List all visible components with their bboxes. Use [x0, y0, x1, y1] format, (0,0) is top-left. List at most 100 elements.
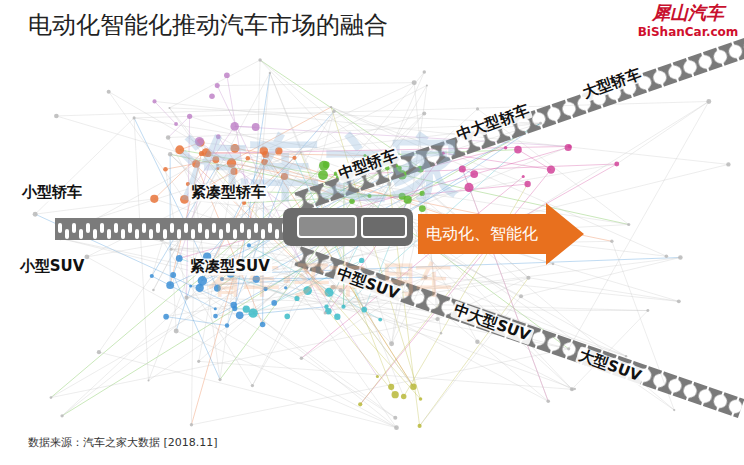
network-dot — [376, 375, 379, 378]
network-dot — [33, 212, 38, 217]
network-dot — [614, 162, 619, 167]
network-dot — [646, 309, 649, 312]
category-label: 紧凑型SUV — [188, 258, 272, 275]
network-link — [462, 169, 548, 401]
network-dot — [284, 314, 290, 320]
network-dot — [706, 99, 711, 104]
network-link — [99, 276, 152, 352]
network-dot — [190, 423, 193, 426]
network-dot — [526, 276, 530, 280]
network-dot — [388, 384, 394, 390]
network-link — [56, 116, 678, 301]
network-dot — [166, 281, 174, 289]
network-dot — [184, 296, 188, 300]
zipper-closed — [55, 218, 295, 240]
network-dot — [570, 387, 574, 391]
network-dot — [334, 314, 340, 320]
network-dot — [260, 322, 266, 328]
network-dot — [224, 72, 230, 78]
network-dot — [60, 414, 63, 417]
network-dot — [215, 83, 220, 88]
network-dot — [341, 305, 345, 309]
category-label: 紧凑型轿车 — [189, 184, 268, 201]
network-dot — [389, 341, 394, 346]
network-dot — [170, 248, 173, 251]
network-dot — [378, 318, 382, 322]
network-dot — [419, 397, 423, 401]
category-label: 小型轿车 — [20, 184, 84, 201]
network-dot — [519, 294, 523, 298]
network-dot — [678, 255, 683, 260]
network-dot — [476, 107, 479, 110]
network-link — [572, 311, 648, 390]
network-dot — [726, 162, 730, 166]
network-dot — [440, 332, 442, 334]
network-dot — [324, 311, 327, 314]
network-link — [171, 249, 679, 301]
network-dot — [168, 152, 173, 157]
category-label: 大型SUV — [575, 346, 645, 386]
network-dot — [271, 300, 277, 306]
network-dot — [435, 317, 439, 321]
network-dot — [97, 350, 101, 354]
network-dot — [189, 284, 192, 287]
network-dot — [236, 312, 244, 320]
network-dot — [107, 90, 111, 94]
trend-arrow: 电动化、智能化 — [418, 203, 584, 265]
network-dot — [225, 323, 229, 327]
network-dot — [243, 305, 250, 312]
network-dot — [163, 314, 169, 320]
network-dot — [176, 255, 183, 262]
network-link — [109, 92, 185, 200]
network-link — [51, 319, 438, 397]
network-dot — [393, 416, 397, 420]
network-dot — [187, 114, 192, 119]
network-link — [176, 331, 396, 428]
network-dot — [197, 360, 200, 363]
network-dot — [332, 110, 335, 113]
network-dot — [150, 274, 154, 278]
network-link — [134, 118, 148, 381]
network-dot — [251, 384, 254, 387]
network-dot — [524, 181, 530, 187]
network-dot — [410, 383, 416, 389]
network-link — [462, 169, 548, 401]
network-dot — [522, 175, 525, 178]
network-dot — [422, 112, 426, 116]
network-dot — [170, 272, 176, 278]
network-dot — [300, 356, 304, 360]
network-dot — [174, 122, 178, 126]
zipper-lower-track — [293, 246, 744, 418]
network-dot — [423, 70, 426, 73]
network-dot — [198, 276, 207, 285]
network-dot — [330, 106, 332, 108]
network-dot — [148, 379, 150, 381]
network-dot — [168, 107, 170, 109]
network-dot — [232, 306, 237, 311]
network-dot — [218, 378, 221, 381]
network-link — [134, 101, 709, 117]
network-dot — [269, 72, 271, 74]
network-dot — [392, 391, 399, 398]
network-dot — [665, 254, 669, 258]
network-dot — [50, 396, 53, 399]
category-label: 小型SUV — [18, 258, 87, 275]
network-dot — [552, 263, 555, 266]
network-link — [617, 101, 709, 164]
network-dot — [133, 116, 136, 119]
network-dot — [258, 58, 261, 61]
network-link — [252, 298, 297, 385]
network-link — [260, 60, 572, 389]
source-note: 数据来源：汽车之家大数据 [2018.11] — [28, 437, 218, 450]
network-link — [191, 286, 396, 418]
zipper-slider — [283, 208, 413, 246]
network-dot — [464, 183, 473, 192]
network-link — [569, 101, 709, 348]
network-dot — [412, 80, 417, 85]
network-link — [173, 275, 176, 331]
network-dot — [627, 223, 630, 226]
logo-text: 犀山汽车 — [650, 3, 726, 24]
network-dot — [418, 424, 422, 428]
network-dot — [677, 299, 681, 303]
